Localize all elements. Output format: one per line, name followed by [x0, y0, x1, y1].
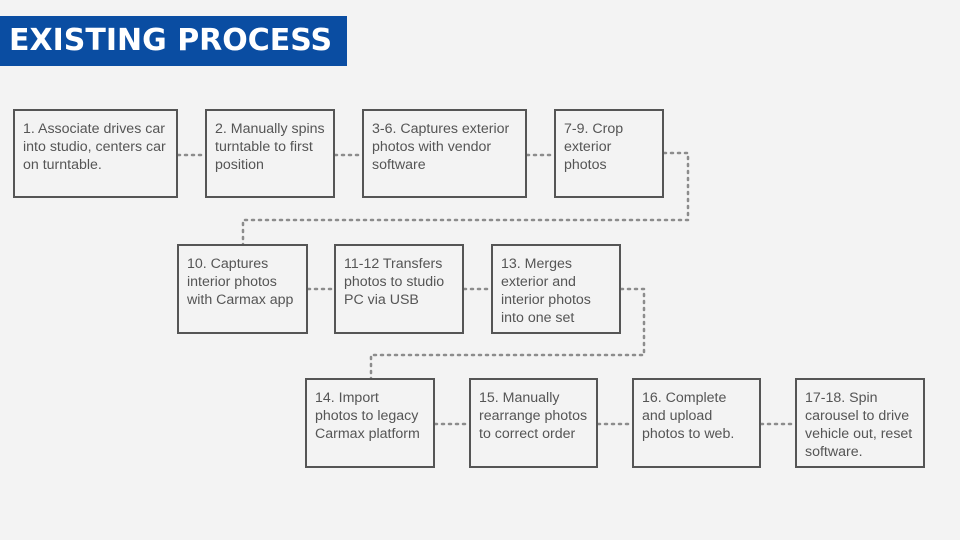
process-step-9: 15. Manually rearrange photos to correct…: [469, 378, 598, 468]
process-step-10: 16. Complete and upload photos to web.: [632, 378, 761, 468]
process-step-2: 2. Manually spins turntable to first pos…: [205, 109, 335, 198]
slide-title: EXISTING PROCESS: [9, 23, 333, 58]
process-step-5: 10. Captures interior photos with Carmax…: [177, 244, 308, 334]
process-step-8: 14. Import photos to legacy Carmax platf…: [305, 378, 435, 468]
connector-4-5: [241, 151, 690, 247]
title-banner: EXISTING PROCESS: [0, 16, 347, 66]
process-step-1: 1. Associate drives car into studio, cen…: [13, 109, 178, 198]
process-step-6: 11-12 Transfers photos to studio PC via …: [334, 244, 464, 334]
connector-7-8: [369, 287, 646, 381]
process-step-3: 3-6. Captures exterior photos with vendo…: [362, 109, 527, 198]
process-step-11: 17-18. Spin carousel to drive vehicle ou…: [795, 378, 925, 468]
process-step-4: 7-9. Crop exterior photos: [554, 109, 664, 198]
process-step-7: 13. Merges exterior and interior photos …: [491, 244, 621, 334]
